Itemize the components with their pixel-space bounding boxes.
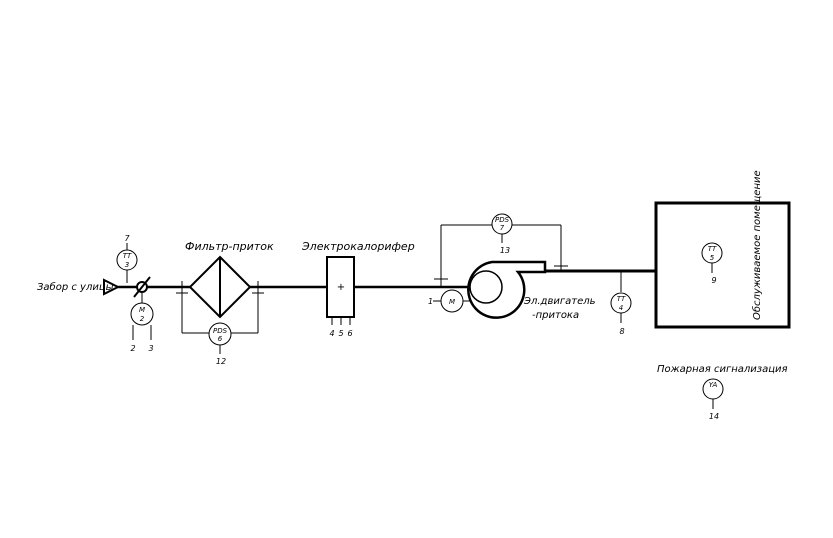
heater-wire-4: 4	[329, 329, 334, 338]
tt5-sensor: TT 5 9	[701, 242, 723, 285]
tt3-num: 3	[125, 261, 129, 269]
intake-arrow	[103, 278, 121, 296]
motor-label-2: -притока	[532, 310, 579, 321]
tt5-wire: 9	[711, 276, 716, 285]
pds7-wire: 13	[500, 246, 510, 255]
tt3-top: 7	[124, 234, 130, 243]
tt5-code: TT	[708, 245, 717, 253]
m2-num: 2	[140, 315, 145, 323]
pds7-num: 7	[500, 224, 505, 232]
pds6-wire: 12	[216, 357, 226, 366]
tt4-num: 4	[619, 304, 623, 312]
m2-code: M	[139, 306, 145, 314]
damper-icon	[133, 276, 151, 298]
m2-wire-b: 3	[148, 344, 153, 353]
fire-alarm-label: Пожарная сигнализация	[657, 364, 788, 375]
pds6-sensor: PDS 6 12	[176, 281, 264, 366]
room-label: Обслуживаемое помещение	[751, 170, 763, 320]
heater-label: Электрокалорифер	[301, 240, 415, 253]
heater-symbol: +	[337, 282, 345, 293]
fan-icon	[467, 260, 547, 319]
tt4-code: TT	[617, 295, 626, 303]
room-box	[654, 201, 791, 329]
filter-label: Фильтр-приток	[185, 240, 274, 253]
m2-wire-a: 2	[130, 344, 135, 353]
tt4-wire: 8	[619, 327, 624, 336]
pds6-code: PDS	[213, 327, 228, 335]
filter-icon	[188, 255, 252, 319]
heater-wire-5: 5	[338, 329, 343, 338]
intake-label: Забор с улицы	[37, 281, 114, 293]
tt3-sensor: TT 3 7	[116, 234, 138, 283]
tt5-num: 5	[710, 254, 715, 262]
motor-symbol: M	[449, 298, 455, 306]
ya-code: YA	[709, 381, 718, 389]
pds7-code: PDS	[495, 216, 510, 224]
heater-box	[326, 256, 355, 318]
m2-actuator: M 2 2 3	[130, 292, 154, 353]
tt4-sensor: TT 4 8	[610, 271, 632, 336]
motor-wire: 1	[428, 297, 433, 306]
tt3-code: TT	[123, 252, 132, 260]
ya-sensor: YA 14	[702, 378, 724, 421]
heater-wire-6: 6	[347, 329, 352, 338]
pds7-sensor: PDS 7 13	[434, 213, 568, 287]
motor-label-1: Эл.двигатель	[523, 296, 596, 307]
ya-wire: 14	[709, 412, 719, 421]
pds6-num: 6	[218, 335, 223, 343]
